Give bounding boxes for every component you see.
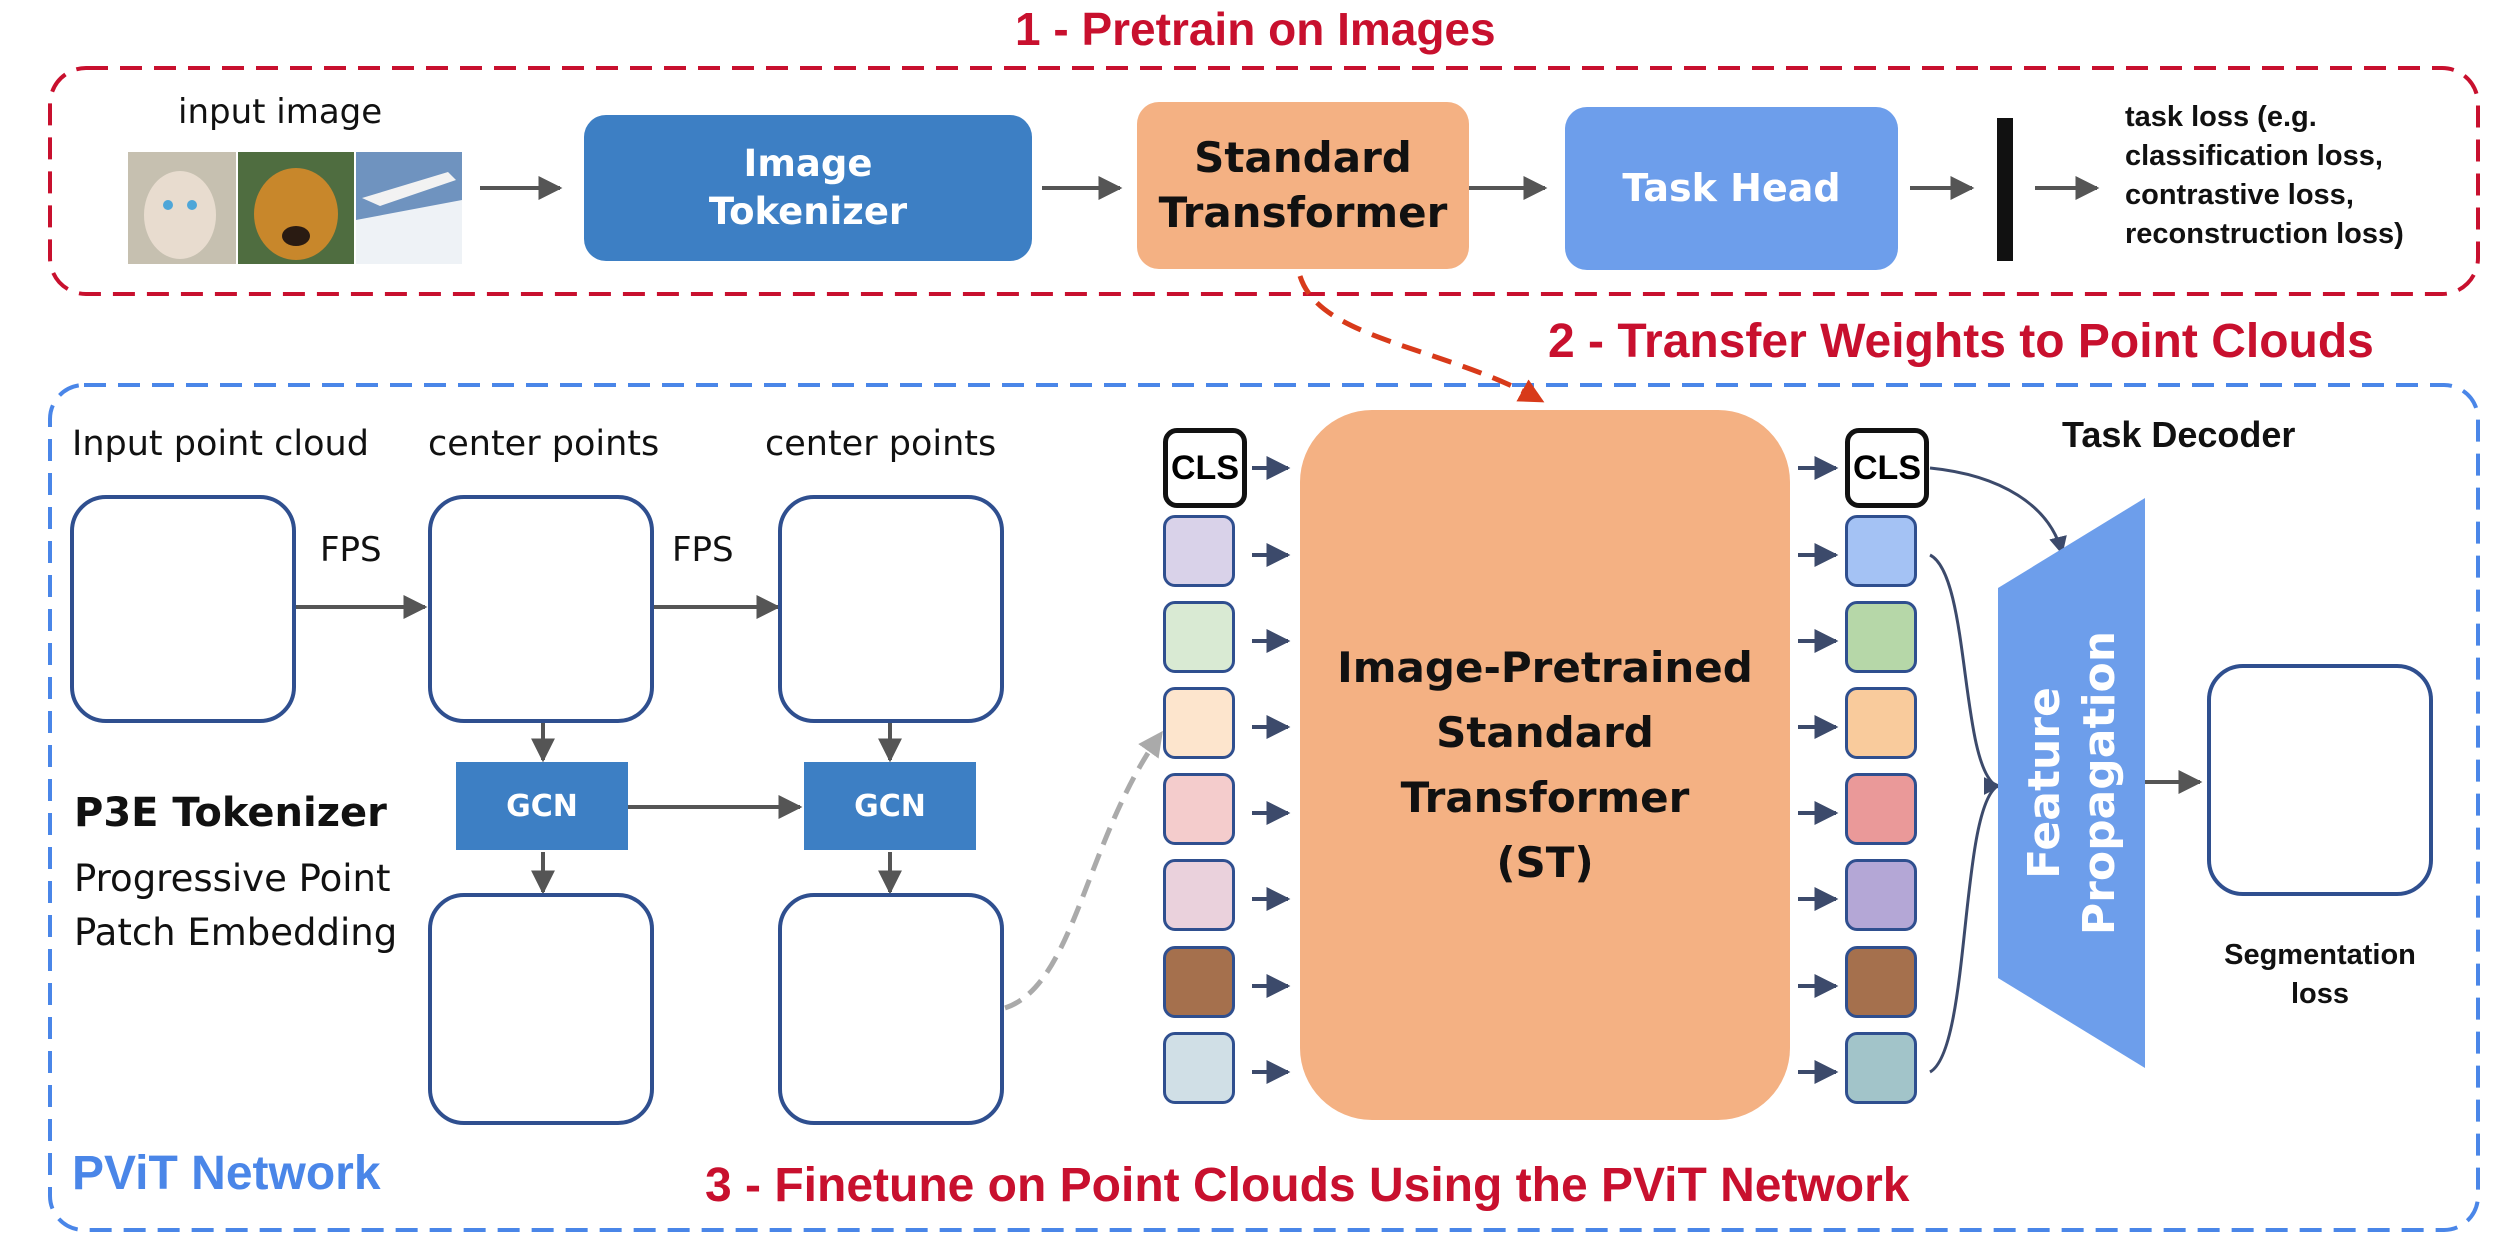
st-output-arrows — [1798, 456, 1839, 1084]
pretrain-title: 1 - Pretrain on Images — [1015, 3, 1496, 55]
output-token-5 — [1845, 859, 1917, 931]
center-points-frame-1 — [428, 495, 654, 723]
output-token-2 — [1845, 601, 1917, 673]
output-token-3 — [1845, 687, 1917, 759]
input-token-4 — [1163, 773, 1235, 845]
gcn-box-1: GCN — [456, 762, 628, 850]
fps-label-2: FPS — [672, 530, 734, 570]
standard-transformer-label: Standard Transformer — [1158, 132, 1448, 237]
center-points-label-2: center points — [765, 424, 997, 464]
patch-frame-1 — [428, 893, 654, 1125]
input-point-cloud-frame — [70, 495, 296, 723]
standard-transformer-box: Standard Transformer — [1137, 102, 1469, 269]
pvit-frame — [48, 383, 2480, 1232]
transfer-arrow — [1297, 275, 1545, 403]
output-token-1 — [1845, 515, 1917, 587]
input-token-3 — [1163, 687, 1235, 759]
pvit-network-label: PViT Network — [72, 1147, 381, 1200]
image-pretrained-st-box: Image-Pretrained Standard Transformer (S… — [1300, 410, 1790, 1120]
output-token-7 — [1845, 1032, 1917, 1104]
output-token-4 — [1845, 773, 1917, 845]
cls-token-input: CLS — [1163, 428, 1247, 508]
input-token-1 — [1163, 515, 1235, 587]
output-token-6 — [1845, 946, 1917, 1018]
cls-token-output: CLS — [1845, 428, 1929, 508]
task-loss-text: task loss (e.g. classification loss, con… — [2125, 101, 2404, 251]
segmentation-loss-label: Segmentation loss — [2224, 939, 2416, 1011]
segmentation-frame — [2207, 664, 2433, 896]
image-tokenizer-label: Image Tokenizer — [708, 141, 908, 233]
task-head-box: Task Head — [1565, 107, 1898, 270]
center-points-frame-2 — [778, 495, 1004, 723]
st-input-arrows — [1252, 456, 1291, 1084]
input-token-7 — [1163, 1032, 1235, 1104]
output-bar — [1997, 118, 2013, 261]
feature-propagation-shape — [1998, 498, 2145, 1068]
image-pretrained-st-label: Image-Pretrained Standard Transformer (S… — [1337, 642, 1753, 888]
task-decoder-label: Task Decoder — [2062, 414, 2296, 455]
input-image-label: input image — [178, 92, 383, 132]
patch-frame-2 — [778, 893, 1004, 1125]
task-head-label: Task Head — [1622, 165, 1841, 210]
input-images — [128, 152, 462, 264]
transfer-title: 2 - Transfer Weights to Point Clouds — [1548, 315, 2374, 368]
center-points-label-1: center points — [428, 424, 660, 464]
finetune-title: 3 - Finetune on Point Clouds Using the P… — [705, 1159, 1910, 1212]
input-token-6 — [1163, 946, 1235, 1018]
fps-label-1: FPS — [320, 530, 382, 570]
input-point-cloud-label: Input point cloud — [72, 424, 369, 464]
tokens-arrow — [1004, 730, 1163, 1011]
input-token-5 — [1163, 859, 1235, 931]
p3e-tokenizer-desc: Progressive Point Patch Embedding — [74, 857, 398, 954]
feature-propagation-label: Feature Propagation — [2019, 630, 2125, 936]
decoder-curves — [1929, 466, 2067, 1074]
pretrain-frame — [48, 66, 2480, 296]
p3e-tokenizer-title: P3E Tokenizer — [74, 790, 387, 836]
input-token-2 — [1163, 601, 1235, 673]
gcn-box-2: GCN — [804, 762, 976, 850]
image-tokenizer-box: Image Tokenizer — [584, 115, 1032, 261]
